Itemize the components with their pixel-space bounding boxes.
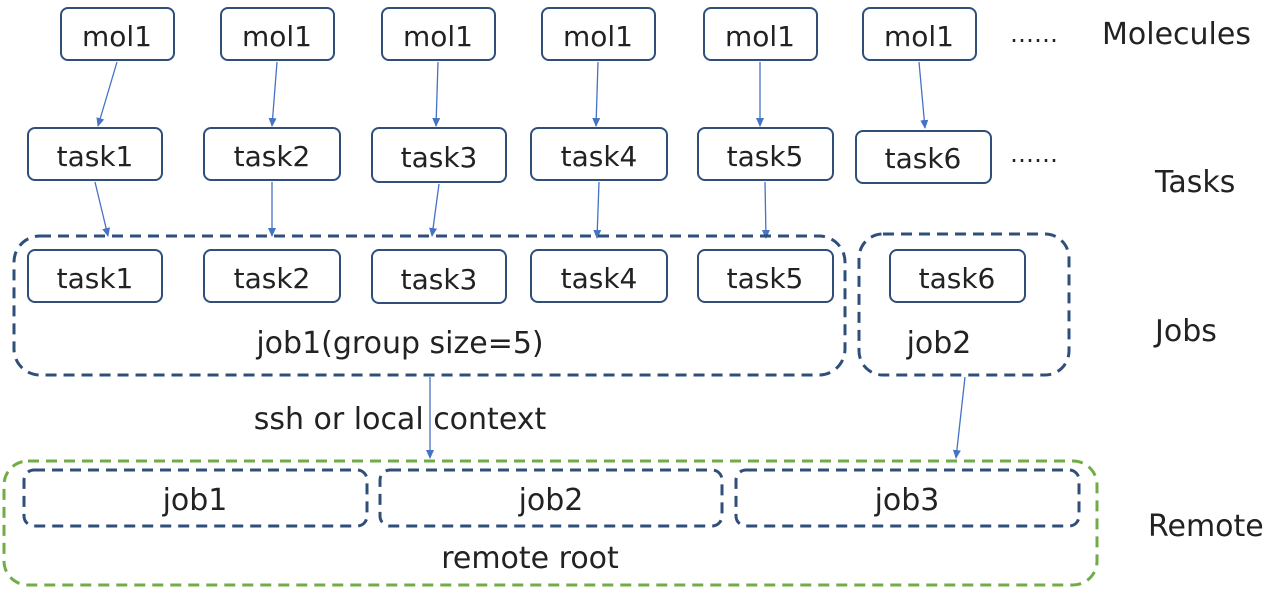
remote-job-box-3: job3 — [734, 468, 1081, 528]
task-label: task6 — [919, 262, 996, 295]
remote-root-label: remote root — [441, 541, 619, 576]
job2-task-box: task6 — [889, 249, 1026, 303]
task-box-1: task1 — [27, 127, 163, 181]
task-label: task6 — [885, 142, 962, 175]
task-label: task5 — [727, 140, 804, 173]
task-label: task3 — [401, 263, 478, 296]
row-label-tasks: Tasks — [1154, 165, 1235, 200]
job2-label: job2 — [906, 326, 972, 361]
molecule-box-6: mol1 — [862, 7, 977, 61]
remote-root-container — [2, 459, 1099, 587]
task-box-3: task3 — [371, 127, 507, 183]
molecule-box-3: mol1 — [381, 7, 496, 61]
task-label: task1 — [57, 140, 134, 173]
molecule-label: mol1 — [242, 20, 312, 53]
remote-job-label: job3 — [874, 483, 940, 518]
job2-container — [857, 232, 1071, 377]
task-label: task4 — [561, 262, 638, 295]
tasks-ellipsis: …… — [1010, 140, 1058, 168]
molecule-label: mol1 — [563, 20, 633, 53]
molecules-ellipsis: …… — [1010, 20, 1058, 48]
molecule-box-2: mol1 — [220, 7, 335, 61]
task-box-5: task5 — [697, 127, 834, 181]
task-box-4: task4 — [530, 127, 668, 181]
task-label: task1 — [57, 262, 134, 295]
task-label: task2 — [234, 140, 311, 173]
job-task-box-2: task2 — [203, 249, 341, 303]
job1-label: job1(group size=5) — [255, 326, 543, 361]
job-task-box-5: task5 — [697, 249, 834, 303]
arrows-tasks-to-jobs — [94, 181, 770, 239]
remote-job-label: job2 — [518, 483, 584, 518]
molecule-label: mol1 — [403, 20, 473, 53]
remote-job-box-1: job1 — [22, 468, 369, 528]
molecule-box-1: mol1 — [60, 7, 175, 61]
task-box-6: task6 — [855, 130, 992, 184]
task-box-2: task2 — [203, 127, 341, 181]
job-task-box-1: task1 — [27, 249, 163, 303]
molecule-box-4: mol1 — [541, 7, 656, 61]
job1-container — [12, 234, 847, 377]
row-label-remote: Remote — [1148, 509, 1264, 544]
molecule-label: mol1 — [884, 20, 954, 53]
remote-job-label: job1 — [162, 483, 228, 518]
task-label: task3 — [401, 141, 478, 174]
job-task-box-3: task3 — [371, 249, 507, 304]
molecule-label: mol1 — [725, 20, 795, 53]
job-task-box-4: task4 — [530, 249, 668, 303]
molecule-box-5: mol1 — [703, 7, 818, 61]
task-label: task5 — [727, 262, 804, 295]
arrows-jobs-to-remote — [426, 376, 966, 459]
task-label: task4 — [561, 140, 638, 173]
row-label-molecules: Molecules — [1102, 17, 1251, 52]
remote-job-box-2: job2 — [378, 468, 724, 528]
connector-label: ssh or local context — [254, 402, 547, 437]
arrows-molecules-to-tasks — [96, 61, 929, 129]
row-label-jobs: Jobs — [1153, 314, 1217, 349]
molecule-label: mol1 — [82, 20, 152, 53]
task-label: task2 — [234, 262, 311, 295]
